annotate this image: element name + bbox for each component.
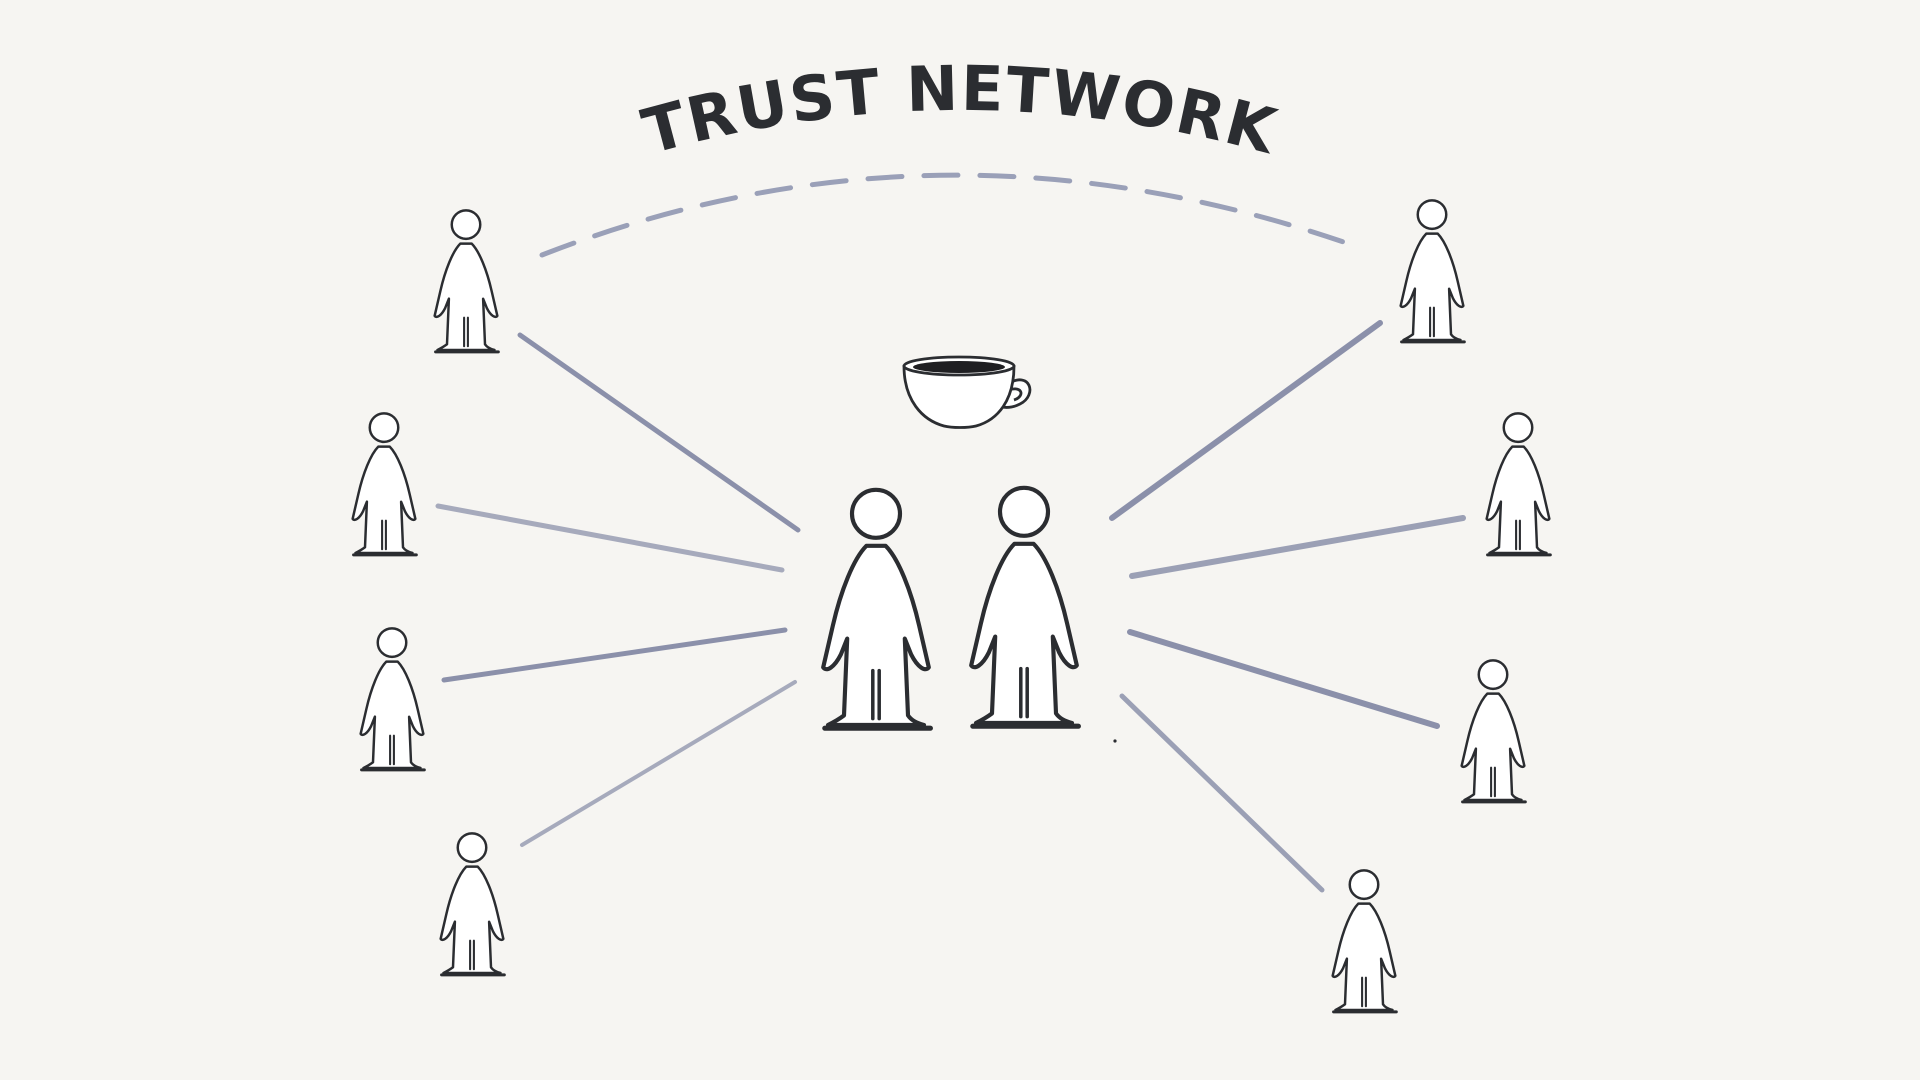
dashed-trust-arc	[539, 172, 1358, 258]
person-right-2	[1485, 411, 1552, 557]
person-right-1	[1399, 198, 1466, 344]
connector-right-2	[1129, 515, 1466, 579]
center-person-left	[823, 490, 930, 728]
connector-left-2	[435, 503, 785, 573]
person-left-1	[433, 208, 500, 354]
coffee-cup-icon	[902, 355, 1032, 429]
diagram-title: TRUST NETWORK	[635, 52, 1285, 169]
cup-coffee	[913, 361, 1005, 373]
person-left-3	[359, 626, 426, 772]
connector-right-3	[1127, 629, 1440, 729]
person-right-4	[1331, 868, 1398, 1014]
connector-left-3	[441, 627, 788, 683]
connector-right-4	[1119, 693, 1325, 893]
connector-lines	[435, 320, 1466, 893]
center-person-right	[971, 488, 1078, 726]
ink-dot	[1113, 739, 1117, 743]
connector-right-1	[1109, 320, 1383, 521]
connector-left-4	[520, 680, 797, 847]
title-text-path: TRUST NETWORK	[635, 52, 1283, 169]
connector-left-1	[517, 332, 801, 533]
person-left-4	[439, 831, 506, 977]
person-left-2	[351, 411, 418, 557]
cup-bowl	[902, 364, 1016, 429]
person-right-3	[1460, 658, 1527, 804]
